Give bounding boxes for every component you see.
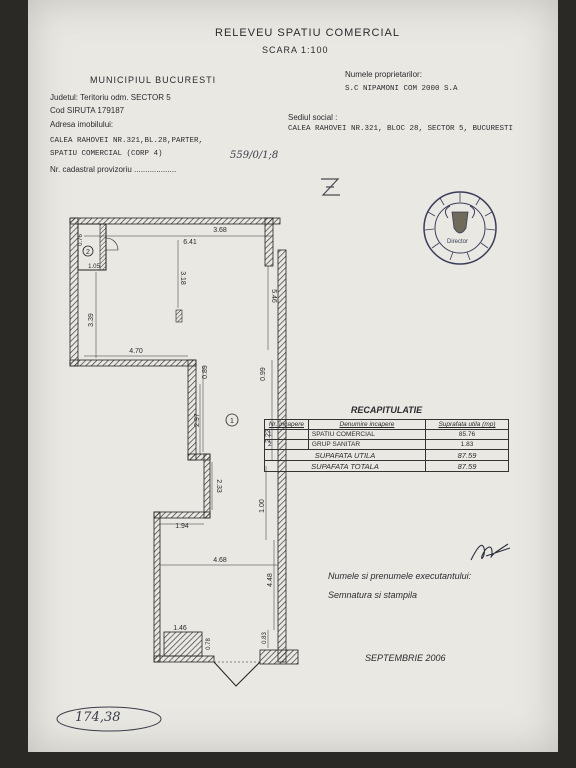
municipality-label: MUNICIPIUL BUCURESTI bbox=[90, 75, 217, 85]
table-row: 1 SPATIU COMERCIAL 85.76 bbox=[264, 429, 509, 440]
header-surface: Suprafata utila (mp) bbox=[425, 419, 509, 430]
dim-toilet-width: 1.05 bbox=[88, 264, 100, 270]
dim-top-width: 3.68 bbox=[213, 227, 227, 234]
handwritten-footer-number: 174,38 bbox=[75, 710, 121, 725]
total-surface-label: SUPAFATA TOTALA bbox=[263, 460, 427, 472]
cell-surface: 1.83 bbox=[425, 439, 509, 450]
owner-name: S.C NIPAMONI COM 2000 S.A bbox=[345, 85, 458, 93]
seat-address: CALEA RAHOVEI NR.321, BLOC 28, SECTOR 5,… bbox=[288, 125, 514, 133]
official-stamp-icon bbox=[423, 191, 497, 265]
left-upper-wall bbox=[69, 217, 79, 367]
header-room-number: Nr. incapere bbox=[264, 419, 309, 430]
cell-surface: 85.76 bbox=[425, 429, 509, 440]
document-scale: SCARA 1:100 bbox=[262, 45, 329, 55]
total-surface-row: SUPAFATA TOTALA 87.59 bbox=[263, 460, 509, 472]
dim-inner-width: 6.41 bbox=[183, 239, 197, 246]
pencil-mark-icon bbox=[321, 178, 340, 196]
column-1 bbox=[175, 309, 183, 323]
util-surface-label: SUPAFATA UTILA bbox=[263, 449, 427, 461]
signature-icon bbox=[470, 543, 511, 561]
stamp-director-text: Director bbox=[447, 239, 469, 245]
dim-089: 0.89 bbox=[202, 365, 209, 379]
county-label: Judetul: Teritoriu odm. SECTOR 5 bbox=[50, 93, 171, 102]
dim-233: 2.33 bbox=[215, 479, 222, 493]
util-surface-value: 87.59 bbox=[425, 449, 509, 461]
dim-toilet-height: 0.76 bbox=[78, 234, 84, 246]
left-lower-wall bbox=[153, 511, 161, 663]
step-wall-vertical bbox=[203, 453, 211, 519]
recap-title: RECAPITULATIE bbox=[350, 405, 423, 415]
dim-297: 2.97 bbox=[194, 413, 201, 427]
counter-block bbox=[163, 631, 203, 657]
cell-room-name: SPATIU COMERCIAL bbox=[307, 429, 427, 440]
mid-left-wall bbox=[187, 359, 197, 461]
executant-signature-label: Semnatura si stampila bbox=[328, 590, 418, 600]
document-sheet bbox=[28, 0, 558, 752]
entrance-door bbox=[213, 661, 261, 687]
cell-room-number: 2 bbox=[264, 439, 309, 450]
document-date: SEPTEMBRIE 2006 bbox=[365, 653, 446, 663]
lower-step-wall bbox=[153, 511, 211, 519]
dim-width-mid: 4.70 bbox=[129, 348, 143, 355]
dim-100: 1.00 bbox=[259, 499, 266, 513]
address-line-1: CALEA RAHOVEI NR.321,BL.28,PARTER, bbox=[50, 137, 204, 145]
cadastral-number: Nr. cadastral provizoriu ...............… bbox=[50, 165, 177, 174]
cell-room-name: GRUP SANITAR bbox=[307, 439, 427, 450]
mid-horizontal-wall bbox=[69, 359, 197, 367]
toilet-room-number: 2 bbox=[86, 249, 90, 256]
room-number: 1 bbox=[230, 418, 234, 425]
dim-078: 0.78 bbox=[206, 638, 212, 650]
dim-146: 1.46 bbox=[173, 625, 187, 632]
address-line-2: SPATIU COMERCIAL (CORP 4) bbox=[50, 150, 163, 158]
total-surface-value: 87.59 bbox=[425, 460, 509, 472]
room-label-circle bbox=[225, 413, 239, 427]
seat-label: Sediul social : bbox=[288, 113, 338, 122]
owners-label: Numele proprietarilor: bbox=[345, 70, 422, 79]
bottom-left-wall bbox=[153, 655, 215, 663]
cell-room-number: 1 bbox=[264, 429, 309, 440]
cadastral-handwritten: 559/0/1;8 bbox=[230, 150, 279, 161]
top-wall bbox=[69, 217, 281, 225]
dim-448: 4.48 bbox=[267, 573, 274, 587]
siruta-code: Cod SIRUTA 179187 bbox=[50, 106, 125, 115]
table-row: 2 GRUP SANITAR 1.83 bbox=[264, 439, 509, 450]
dim-height-left: 3.39 bbox=[88, 313, 95, 327]
dim-right-upper: 5.46 bbox=[270, 289, 277, 303]
toilet-door-swing bbox=[105, 237, 119, 251]
recap-section: RECAPITULATIE Nr. incapere Denumire inca… bbox=[263, 405, 509, 472]
dim-099: 0.99 bbox=[260, 367, 267, 381]
document-title: RELEVEU SPATIU COMERCIAL bbox=[215, 27, 400, 39]
header-room-name: Denumire incapere bbox=[307, 419, 427, 430]
dim-083: 0.83 bbox=[262, 632, 268, 644]
dim-height-a: 3.18 bbox=[179, 271, 186, 285]
dim-194: 1.94 bbox=[175, 523, 189, 530]
address-label: Adresa imobilului: bbox=[50, 120, 114, 129]
dim-468: 4.68 bbox=[213, 557, 227, 564]
bottom-right-wall bbox=[259, 649, 299, 665]
right-top-pillar bbox=[264, 217, 274, 267]
toilet-label-circle bbox=[82, 245, 94, 257]
recap-table: Nr. incapere Denumire incapere Suprafata… bbox=[263, 419, 509, 472]
executant-name-label: Numele si prenumele executantului: bbox=[328, 571, 472, 581]
util-surface-row: SUPAFATA UTILA 87.59 bbox=[263, 449, 509, 461]
handwritten-oval-icon bbox=[56, 706, 162, 732]
